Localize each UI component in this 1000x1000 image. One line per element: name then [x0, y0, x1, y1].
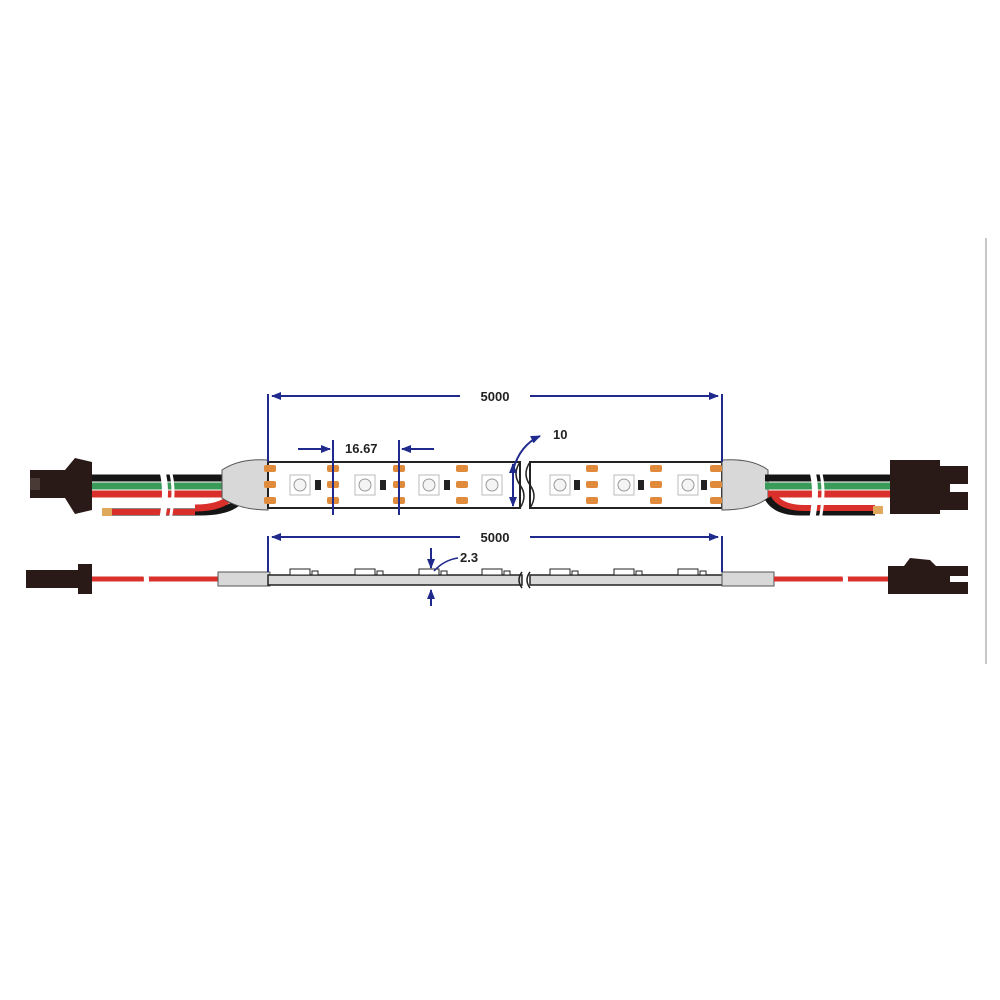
dimension-pitch: 16.67	[298, 440, 434, 515]
wire-black-loose-right	[764, 496, 875, 516]
left-connector	[30, 458, 92, 514]
capacitor	[444, 480, 450, 490]
dimension-width: 10	[509, 427, 567, 507]
resistor-pad	[586, 465, 598, 504]
dimension-bottom-length: 5000	[267, 530, 723, 572]
led-chip	[549, 474, 571, 496]
capacitor	[315, 480, 321, 490]
left-sleeve-side	[217, 571, 271, 587]
top-length-label: 5000	[481, 389, 510, 404]
led-chip	[354, 474, 376, 496]
left-connector-assembly	[30, 458, 245, 521]
wire-tip-right	[873, 506, 883, 514]
right-sleeve-side	[721, 571, 775, 587]
side-led-chip	[613, 568, 643, 576]
wire-tip-left	[102, 508, 112, 516]
left-plug-side	[26, 564, 92, 594]
side-break-mark	[518, 571, 523, 589]
left-end-sleeve	[221, 459, 269, 511]
resistor-pad	[456, 465, 468, 504]
led-chip	[613, 474, 635, 496]
led-chip	[418, 474, 440, 496]
right-connector	[890, 460, 968, 514]
resistor-pad	[264, 465, 276, 504]
side-led-chip	[481, 568, 511, 576]
dimension-top-length: 5000	[267, 389, 723, 462]
led-chip	[289, 474, 311, 496]
capacitor	[638, 480, 644, 490]
resistor-pad	[710, 465, 722, 504]
right-connector-assembly	[764, 460, 968, 521]
side-led-chip	[418, 568, 448, 576]
bottom-length-label: 5000	[481, 530, 510, 545]
capacitor	[380, 480, 386, 490]
top-view-strip: 5000 16.67 10	[30, 389, 968, 521]
led-chip	[677, 474, 699, 496]
capacitor	[701, 480, 707, 490]
strip-side-right	[529, 574, 725, 586]
width-label: 10	[553, 427, 567, 442]
right-end-sleeve	[721, 459, 769, 511]
led-chip	[481, 474, 503, 496]
pitch-label: 16.67	[345, 441, 378, 456]
side-led-chip	[289, 568, 319, 576]
dimension-thickness: 2.3	[427, 548, 478, 606]
side-view-strip: 5000 2.3	[26, 530, 968, 606]
thickness-label: 2.3	[460, 550, 478, 565]
side-led-chip	[549, 568, 579, 576]
capacitor	[574, 480, 580, 490]
side-led-chip	[677, 568, 707, 576]
side-led-chip	[354, 568, 384, 576]
strip-side-left	[267, 574, 523, 586]
right-plug-side	[888, 558, 968, 594]
resistor-pad	[650, 465, 662, 504]
